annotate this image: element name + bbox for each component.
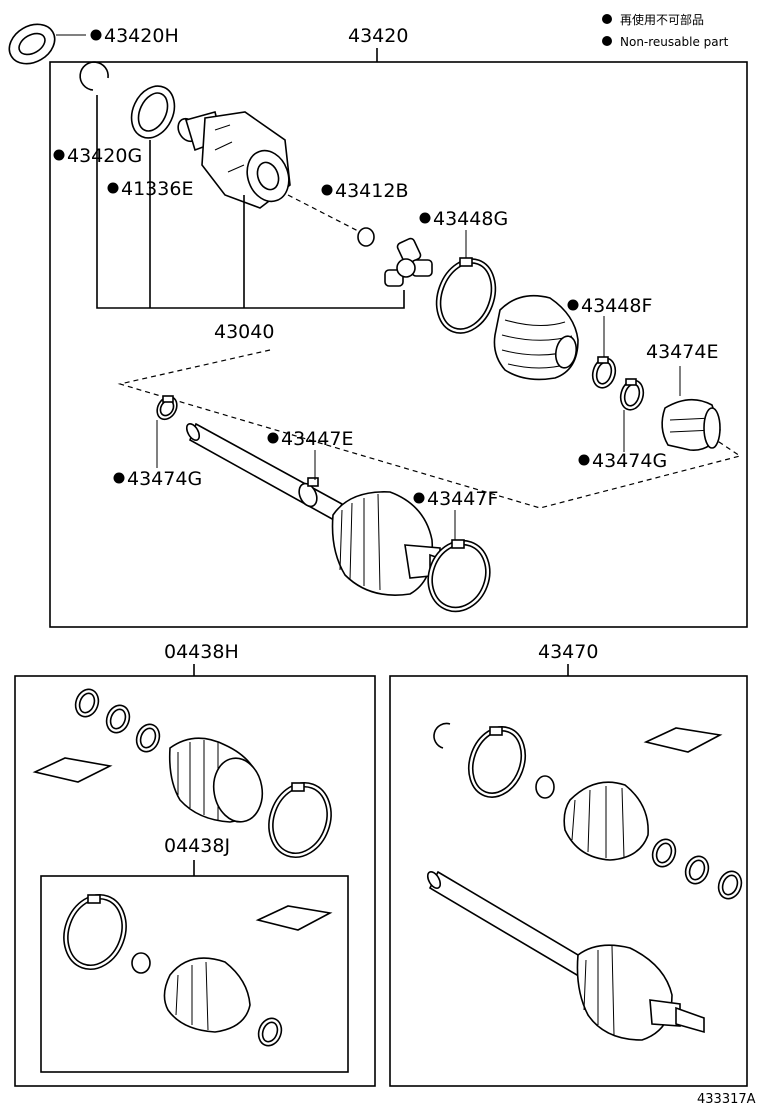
non-reusable-bullet-icon bbox=[53, 149, 65, 161]
illustration-ref-code: 433317A bbox=[697, 1092, 756, 1107]
clamp-set-43470 bbox=[651, 838, 743, 900]
non-reusable-bullet-icon bbox=[90, 29, 102, 41]
non-reusable-bullet-icon bbox=[113, 472, 125, 484]
clamp-43474G-left bbox=[156, 395, 178, 421]
clamp-large-04438J bbox=[63, 894, 127, 970]
damper-43474E bbox=[661, 398, 721, 451]
snap-ring-04438J bbox=[131, 952, 151, 974]
label-04438J: 04438J bbox=[164, 835, 230, 857]
grease-packet bbox=[643, 727, 723, 753]
label-43420: 43420 bbox=[348, 25, 408, 47]
label-04438H: 04438H bbox=[164, 641, 239, 663]
clamp-43448G bbox=[435, 257, 497, 334]
non-reusable-bullet-icon bbox=[602, 36, 612, 46]
label-41336E: 41336E bbox=[121, 178, 193, 200]
label-43420H: 43420H bbox=[104, 25, 179, 47]
label-43474E: 43474E bbox=[646, 341, 718, 363]
kit-box-04438H bbox=[14, 675, 376, 1087]
legend-en: Non-reusable part bbox=[620, 35, 729, 49]
label-43474G-right: 43474G bbox=[592, 450, 667, 472]
non-reusable-bullet-icon bbox=[602, 14, 612, 24]
grease-packet bbox=[255, 905, 333, 931]
snap-ring-43470 bbox=[433, 722, 451, 749]
kit-box-04438J bbox=[40, 875, 349, 1073]
snap-ring-43470-small bbox=[535, 775, 555, 799]
boot-04438H bbox=[168, 737, 264, 823]
non-reusable-bullet-icon bbox=[267, 432, 279, 444]
label-43420G: 43420G bbox=[67, 145, 142, 167]
ring-41336E bbox=[130, 85, 176, 139]
assembly-box-43420 bbox=[49, 61, 748, 628]
non-reusable-bullet-icon bbox=[567, 299, 579, 311]
clamp-43447E bbox=[298, 477, 319, 508]
tripod-joint bbox=[384, 237, 433, 287]
legend-ja: 再使用不可部品 bbox=[620, 12, 704, 27]
non-reusable-bullet-icon bbox=[321, 184, 333, 196]
clamp-43474G-right bbox=[619, 378, 645, 411]
non-reusable-bullet-icon bbox=[578, 454, 590, 466]
snap-ring-43420G bbox=[79, 61, 109, 91]
clamp-large-43470 bbox=[467, 726, 527, 798]
clamp-large-04438H bbox=[268, 782, 332, 858]
clamp-small-04438J bbox=[257, 1017, 283, 1047]
assembly-box-43470 bbox=[389, 675, 748, 1087]
label-43470: 43470 bbox=[538, 641, 598, 663]
clamp-43448F bbox=[591, 356, 617, 389]
clamp-43447F bbox=[427, 539, 491, 613]
grease-packet bbox=[32, 757, 113, 783]
inboard-joint-housing bbox=[177, 111, 291, 209]
label-43040: 43040 bbox=[214, 321, 274, 343]
label-43412B: 43412B bbox=[335, 180, 408, 202]
clamp-set-04438H bbox=[74, 688, 161, 753]
boot-kit-outline bbox=[117, 349, 742, 509]
non-reusable-bullet-icon bbox=[419, 212, 431, 224]
label-43448F: 43448F bbox=[581, 295, 652, 317]
oil-seal-43420H bbox=[8, 23, 86, 65]
boot-04438J bbox=[163, 957, 251, 1033]
label-43474G-left: 43474G bbox=[127, 468, 202, 490]
boot-43470 bbox=[563, 781, 649, 861]
label-43447E: 43447E bbox=[281, 428, 353, 450]
inboard-boot bbox=[493, 294, 579, 381]
non-reusable-bullet-icon bbox=[413, 492, 425, 504]
legend: 再使用不可部品 Non-reusable part bbox=[602, 12, 729, 49]
snap-ring-43412B bbox=[357, 227, 375, 247]
drive-shaft-43470 bbox=[426, 870, 705, 1041]
label-43447F: 43447F bbox=[427, 488, 498, 510]
label-43448G: 43448G bbox=[433, 208, 508, 230]
non-reusable-bullet-icon bbox=[107, 182, 119, 194]
